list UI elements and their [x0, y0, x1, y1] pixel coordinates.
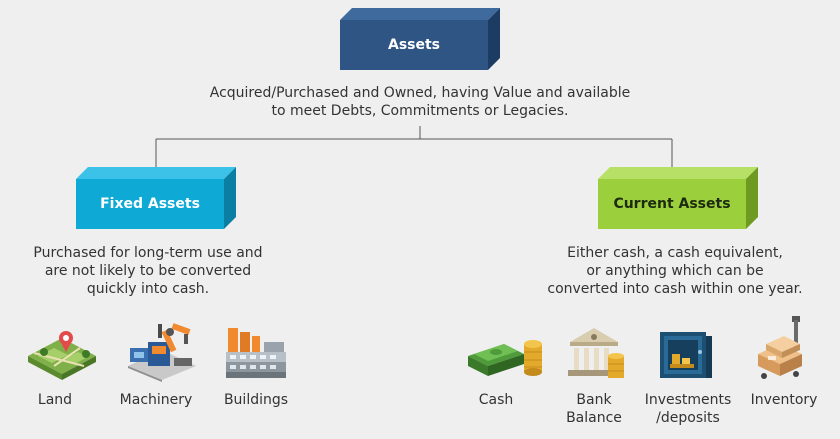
fixed-desc-line2: are not likely to be converted [44, 263, 252, 279]
fixed-desc-line3: quickly into cash. [86, 281, 210, 297]
current-assets-title: Current Assets [613, 196, 731, 212]
current-assets-box-3d [598, 167, 758, 229]
buildings-label: Buildings [223, 392, 289, 408]
current-assets-description: Either cash, a cash equivalent, or anyth… [530, 244, 820, 298]
investments-label: Investments /deposits [636, 391, 740, 427]
investments-label-line2: /deposits [656, 410, 720, 426]
fixed-desc-line1: Purchased for long-term use and [33, 245, 263, 261]
investments-label-line1: Investments [644, 392, 732, 408]
current-desc-line2: or anything which can be [586, 263, 764, 279]
fixed-assets-title: Fixed Assets [100, 196, 200, 212]
assets-title: Assets [387, 37, 441, 53]
current-desc-line3: converted into cash within one year. [547, 281, 803, 297]
fixed-assets-description: Purchased for long-term use and are not … [20, 244, 276, 298]
inventory-label: Inventory [750, 392, 818, 408]
safe-icon [660, 332, 712, 378]
assets-desc-line1: Acquired/Purchased and Owned, having Val… [209, 85, 631, 101]
land-icon [28, 331, 96, 380]
bank-icon [568, 328, 624, 378]
fixed-assets-box-3d [76, 167, 236, 229]
buildings-icon [226, 328, 286, 378]
land-label: Land [37, 392, 73, 408]
bank-label-line1: Bank [576, 392, 612, 408]
assets-box-3d [340, 8, 500, 70]
assets-desc-line2: to meet Debts, Commitments or Legacies. [271, 103, 569, 119]
current-desc-line1: Either cash, a cash equivalent, [567, 245, 783, 261]
assets-description: Acquired/Purchased and Owned, having Val… [180, 84, 660, 120]
cash-label: Cash [478, 392, 514, 408]
machinery-label: Machinery [119, 392, 193, 408]
bank-label-line2: Balance [566, 410, 622, 426]
bank-balance-label: Bank Balance [556, 391, 632, 427]
machinery-icon [128, 323, 196, 382]
inventory-icon [758, 316, 802, 379]
cash-icon [468, 340, 542, 376]
